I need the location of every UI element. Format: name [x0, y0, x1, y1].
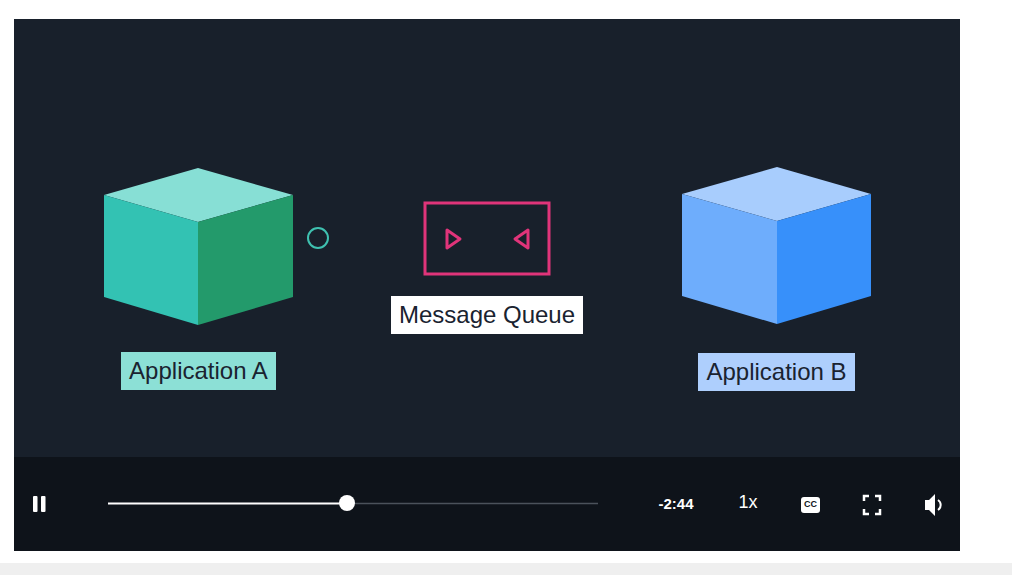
- queue-arrow: [515, 230, 528, 248]
- cube-left: [682, 194, 777, 324]
- time-remaining: -2:44: [658, 496, 693, 513]
- cube-right: [198, 195, 293, 325]
- video-frame: [14, 19, 960, 457]
- corner: [875, 509, 880, 514]
- node-label: Application A: [121, 352, 276, 390]
- speaker: [925, 494, 935, 516]
- message-dot: [308, 228, 328, 248]
- corner: [864, 496, 869, 501]
- cube-a: [104, 168, 293, 325]
- fullscreen-icon: [864, 496, 880, 514]
- queue-icon: [425, 203, 549, 274]
- corner: [864, 509, 869, 514]
- application-node: Message Queue: [380, 200, 594, 336]
- queue-arrow: [447, 230, 460, 248]
- progress-knob: [339, 495, 355, 511]
- pause-icon: [33, 496, 46, 512]
- cube-right: [777, 194, 871, 324]
- page-strip: [0, 563, 1012, 575]
- progress-track: [347, 503, 598, 505]
- volume-icon: [925, 494, 941, 516]
- node-label: Message Queue: [391, 296, 583, 334]
- sound-wave: [938, 500, 941, 510]
- application-node: Application A: [100, 166, 297, 396]
- playback-speed: 1x: [738, 493, 757, 513]
- application-node: Application B: [678, 165, 875, 395]
- pause-bar: [41, 496, 46, 512]
- progress-played: [108, 503, 347, 505]
- cube-b: [682, 167, 871, 324]
- cube-left: [104, 195, 198, 325]
- corner: [875, 496, 880, 501]
- captions-badge: CC: [801, 497, 820, 513]
- pause-bar: [33, 496, 38, 512]
- control-bar: [14, 457, 960, 551]
- queue-outline: [425, 203, 549, 274]
- node-label: Application B: [698, 353, 854, 391]
